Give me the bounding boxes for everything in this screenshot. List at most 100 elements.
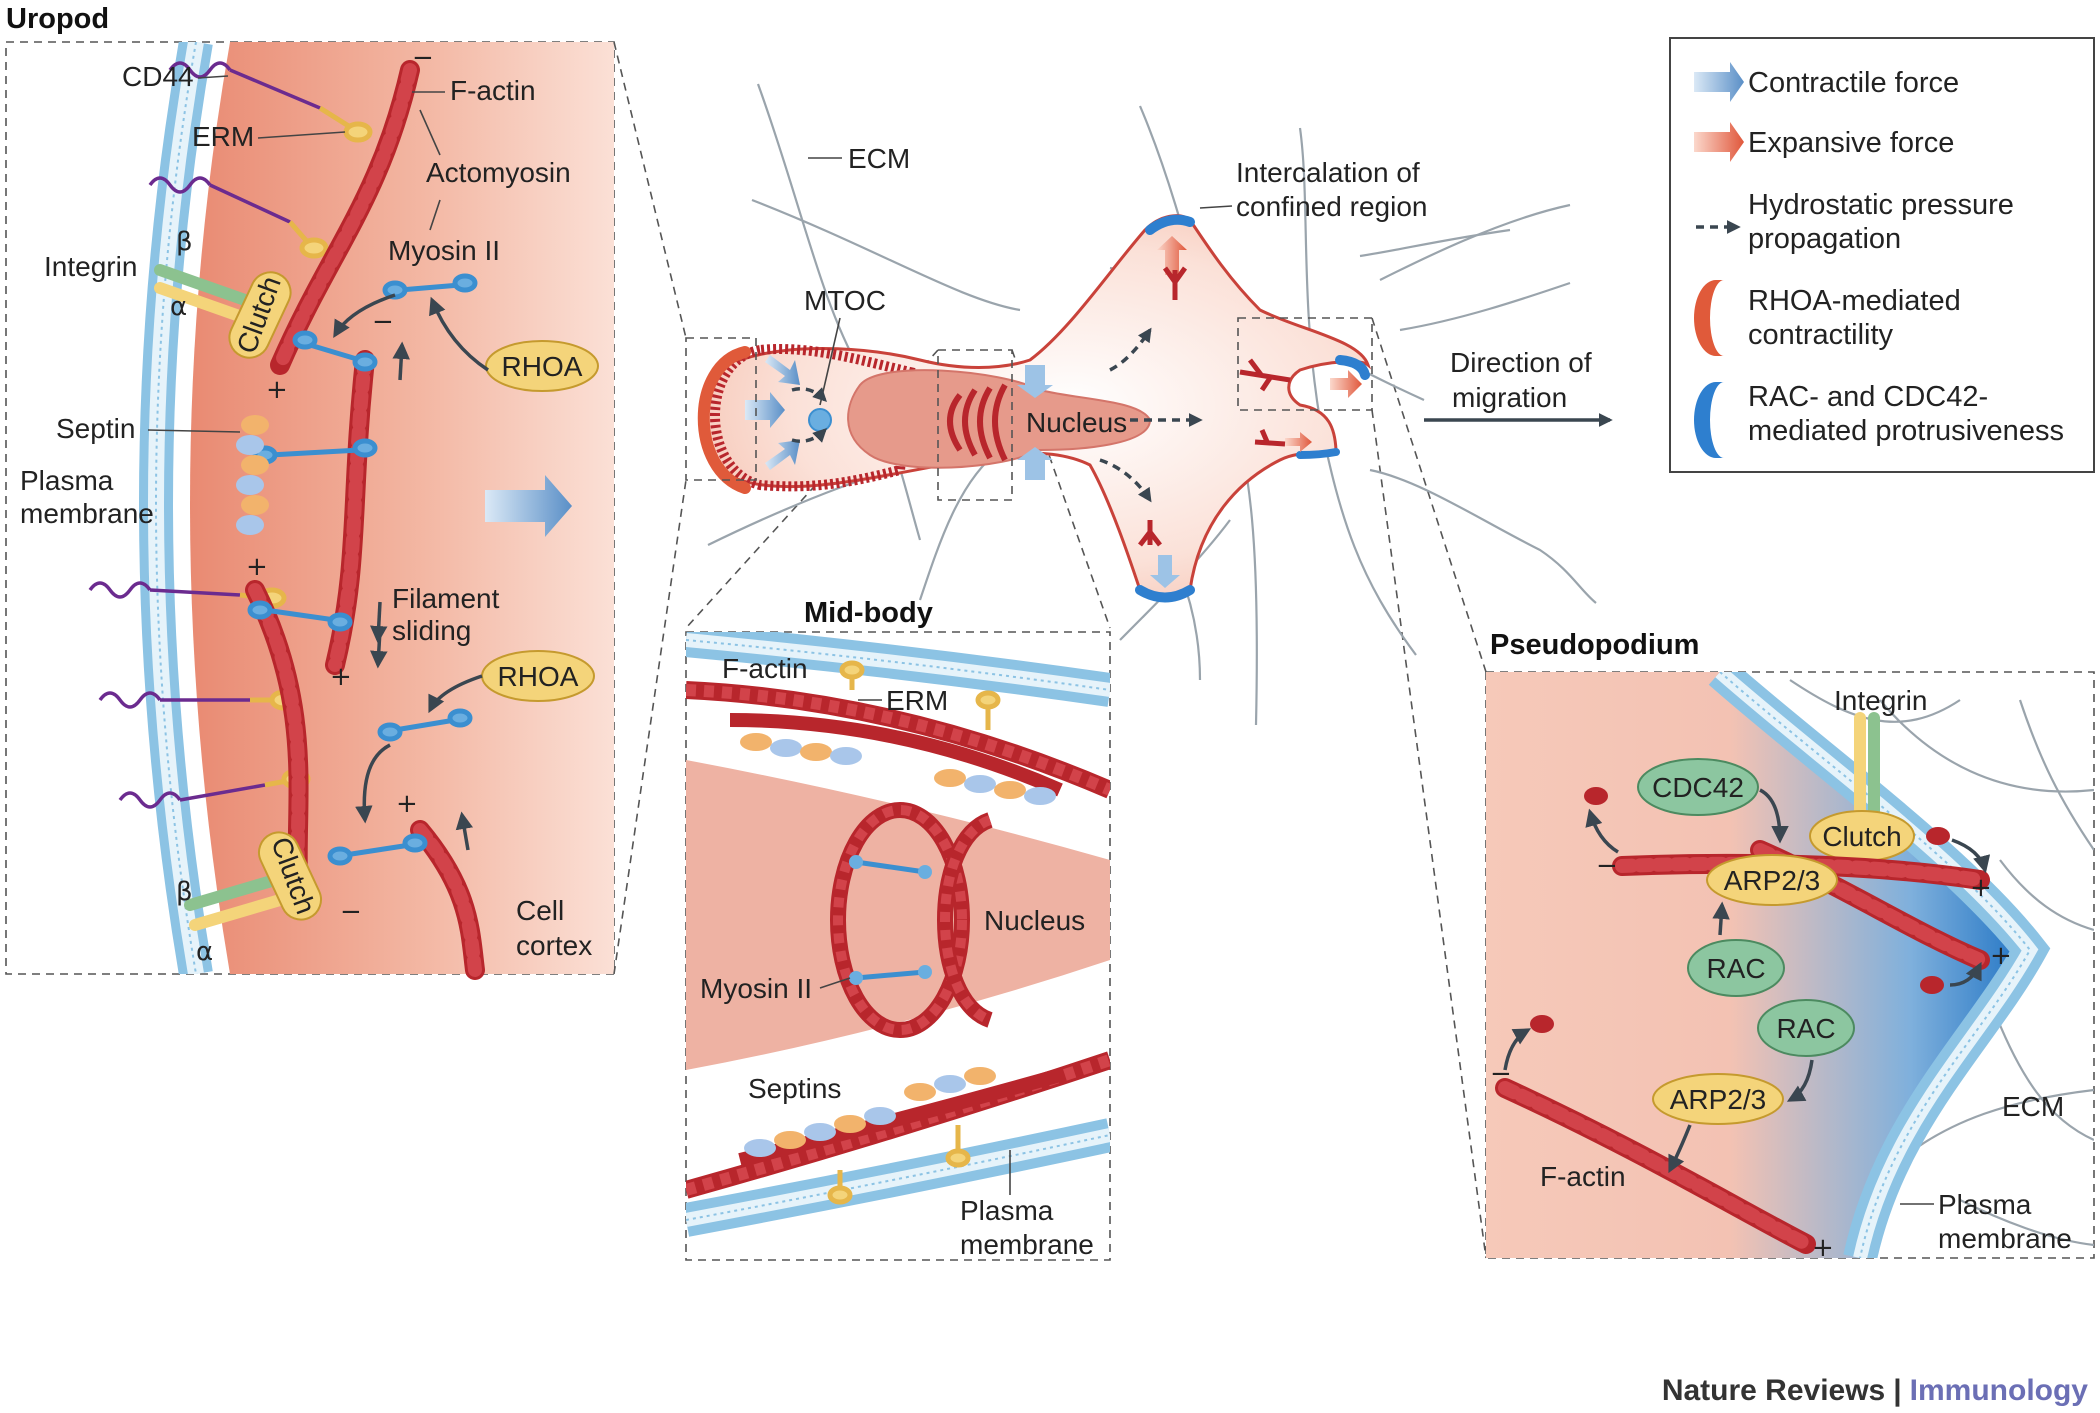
- legend-hydro-1: Hydrostatic pressure: [1748, 189, 2014, 221]
- journal-credit: Nature Reviews|Immunology: [1662, 1374, 2088, 1407]
- pseudo-arp-bottom: ARP2/3: [1652, 1073, 1784, 1125]
- legend-rac-2: mediated protrusiveness: [1748, 415, 2064, 447]
- direction-label-1: Direction of: [1450, 347, 1592, 378]
- midbody-actomyosin-ring: [830, 802, 994, 1038]
- cell-nucleus: [847, 369, 1152, 469]
- midbody-nucleus-label: Nucleus: [984, 905, 1085, 936]
- legend-rac-1: RAC- and CDC42-: [1748, 381, 1988, 413]
- uropod-title: Uropod: [6, 3, 109, 35]
- uropod-plus-2: +: [246, 552, 268, 582]
- legend-contractile-icon: [1694, 62, 1744, 102]
- uropod-cortex-label-2: cortex: [516, 930, 592, 961]
- uropod-plus-1: +: [266, 375, 288, 405]
- uropod-septin: [236, 415, 269, 535]
- pseudo-plasma-label-1: Plasma: [1938, 1189, 2032, 1220]
- uropod-plus-4: +: [396, 789, 418, 819]
- ecm-label: ECM: [848, 143, 910, 174]
- midbody-septins: [740, 733, 1056, 1157]
- legend-expansive: Expansive force: [1748, 127, 1954, 159]
- hydrostatic-arrows: [791, 327, 1203, 503]
- svg-text:RHOA: RHOA: [502, 351, 583, 382]
- pseudo-minus-2: −: [1490, 1059, 1512, 1089]
- uropod-plus-3: +: [330, 662, 352, 692]
- uropod-plasma-label-1: Plasma: [20, 465, 114, 496]
- uropod-myosin: [247, 273, 478, 866]
- pseudo-cdc42: CDC42: [1637, 758, 1759, 816]
- midbody-erm: [827, 660, 1001, 1205]
- legend-box: [1669, 37, 2095, 473]
- uropod-septin-label: Septin: [56, 413, 135, 444]
- pseudo-plus-3: +: [1812, 1233, 1834, 1263]
- uropod-sliding-label-2: sliding: [392, 615, 471, 646]
- uropod-beta-bottom: β: [176, 877, 193, 907]
- uropod-erm-label: ERM: [192, 121, 254, 152]
- uropod-zoom-box: [685, 337, 757, 481]
- uropod-beta-top: β: [176, 227, 193, 257]
- uropod-cd44-label: CD44: [122, 61, 194, 92]
- midbody-nucleus: [686, 760, 1110, 1070]
- migrating-cell: ECM MTOC Nucleus Intercalation of confin…: [685, 83, 1613, 726]
- mtoc-label: MTOC: [804, 285, 886, 316]
- legend: Contractile force Expansive force Hydros…: [1669, 37, 2095, 473]
- direction-label-2: migration: [1452, 382, 1567, 413]
- pseudo-integrin-label: Integrin: [1834, 685, 1927, 716]
- uropod-minus-1: −: [412, 43, 434, 73]
- uropod-alpha-top: α: [170, 292, 187, 322]
- uropod-rhoa-bottom: RHOA: [481, 650, 595, 702]
- legend-rac-icon: [1694, 382, 1724, 458]
- pseudo-plasma-label-2: membrane: [1938, 1223, 2072, 1254]
- uropod-plasma-label-2: membrane: [20, 498, 154, 529]
- nucleus-label: Nucleus: [1026, 407, 1127, 438]
- legend-rhoa-1: RHOA-mediated: [1748, 285, 1961, 317]
- journal-brand: Nature Reviews|Immunology: [1662, 1374, 2088, 1407]
- front-actin-branches: [1138, 266, 1291, 547]
- cell-rear-cortex: [710, 344, 916, 492]
- uropod-factin-label: F-actin: [450, 75, 536, 106]
- uropod-sliding-label-1: Filament: [392, 583, 500, 614]
- midbody-panel: Mid-body: [685, 597, 1111, 1261]
- midbody-erm-label: ERM: [886, 685, 948, 716]
- midbody-plasma-label-1: Plasma: [960, 1195, 1054, 1226]
- pseudo-ecm-label: ECM: [2002, 1091, 2064, 1122]
- rear-contractile-arrows: [745, 355, 1053, 480]
- pseudopodium-title: Pseudopodium: [1490, 629, 1699, 661]
- svg-text:CDC42: CDC42: [1652, 772, 1744, 803]
- uropod-actomyosin-label: Actomyosin: [426, 157, 571, 188]
- pseudo-actin-monomers: [1530, 787, 1950, 1033]
- midbody-myosin-label: Myosin II: [700, 973, 812, 1004]
- pseudopodium-zoom-box: [1237, 317, 1373, 411]
- svg-text:RAC: RAC: [1706, 953, 1765, 984]
- svg-text:RHOA: RHOA: [498, 661, 579, 692]
- pseudopodium-panel: Pseudopodium Clu: [1485, 629, 2095, 1263]
- uropod-contractile-arrow: [485, 475, 572, 537]
- pseudo-rac-top: RAC: [1687, 939, 1785, 997]
- midbody-septins-label: Septins: [748, 1073, 841, 1104]
- mtoc: [808, 408, 832, 432]
- pseudo-plus-1: +: [1970, 873, 1992, 903]
- uropod-integrin-label: Integrin: [44, 251, 137, 282]
- pseudo-arp-top: ARP2/3: [1706, 854, 1838, 906]
- uropod-minus-3: −: [340, 897, 362, 927]
- rhoa-contractile-rear: [697, 346, 751, 494]
- uropod-integrin-top: Clutch: [154, 264, 292, 359]
- legend-contractile: Contractile force: [1748, 67, 1959, 99]
- pseudo-ecm-fibres: [1789, 679, 2094, 1247]
- uropod-panel: Clutch Clutch RHOA RHOA CD44 ERM: [5, 3, 615, 980]
- svg-text:ARP2/3: ARP2/3: [1670, 1084, 1767, 1115]
- uropod-alpha-bottom: α: [196, 937, 213, 967]
- midbody-plasma-label-2: membrane: [960, 1229, 1094, 1260]
- pseudo-plus-2: +: [1990, 941, 2012, 971]
- uropod-rhoa-top: RHOA: [485, 340, 599, 392]
- intercalation-label-2: confined region: [1236, 191, 1427, 222]
- cd44-molecules: [88, 61, 321, 809]
- intercalation-label-1: Intercalation of: [1236, 157, 1420, 188]
- midbody-factin-label: F-actin: [722, 653, 808, 684]
- midbody-title: Mid-body: [804, 597, 933, 629]
- pseudo-integrin: Clutch: [1809, 712, 1915, 862]
- uropod-myosin-label: Myosin II: [388, 235, 500, 266]
- uropod-cortex-label-1: Cell: [516, 895, 564, 926]
- svg-text:ARP2/3: ARP2/3: [1724, 865, 1821, 896]
- legend-hydro-2: propagation: [1748, 223, 1901, 255]
- midbody-actin-rings: [947, 383, 1008, 462]
- pseudo-clutch-label: Clutch: [1822, 821, 1901, 852]
